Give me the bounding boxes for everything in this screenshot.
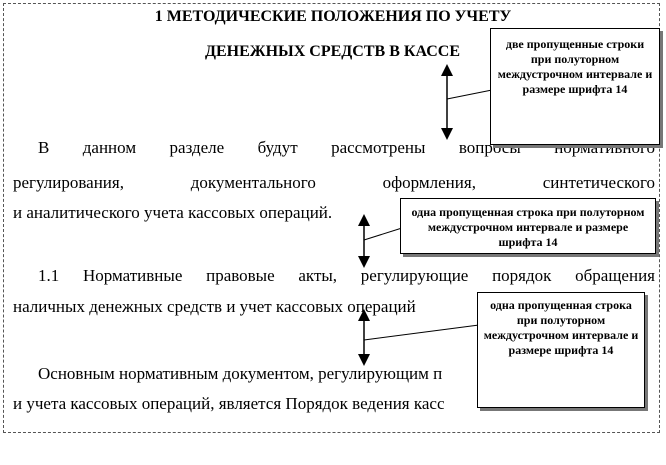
heading-line-2: ДЕНЕЖНЫХ СРЕДСТВ В КАССЕ <box>204 43 461 60</box>
callout-one-skipped-line-1: одна пропущенная строка при полуторном м… <box>400 198 656 254</box>
callout-two-skipped-lines: две пропущенные строки при полуторном ме… <box>490 28 660 145</box>
paragraph-3-line-1: Основным нормативным документом, регулир… <box>38 364 443 383</box>
paragraph-1-line-3: и аналитического учета кассовых операций… <box>13 203 333 222</box>
heading-line-1: 1 МЕТОДИЧЕСКИЕ ПОЛОЖЕНИЯ ПО УЧЕТУ <box>154 8 512 25</box>
callout-one-skipped-line-2: одна пропущенная строка при полуторном м… <box>477 292 645 408</box>
callout-pointer-3 <box>363 324 480 341</box>
callout-pointer-1 <box>446 89 493 100</box>
section-title-line-2: наличных денежных средств и учет кассовы… <box>13 297 416 316</box>
paragraph-3-line-2: и учета кассовых операций, является Поря… <box>13 394 445 413</box>
callout-pointer-2 <box>363 227 403 241</box>
paragraph-1-line-2: регулирования, документального оформлени… <box>13 173 655 192</box>
section-title-line-1: 1.1 Нормативные правовые акты, регулирую… <box>38 266 655 285</box>
page-border <box>3 3 660 433</box>
